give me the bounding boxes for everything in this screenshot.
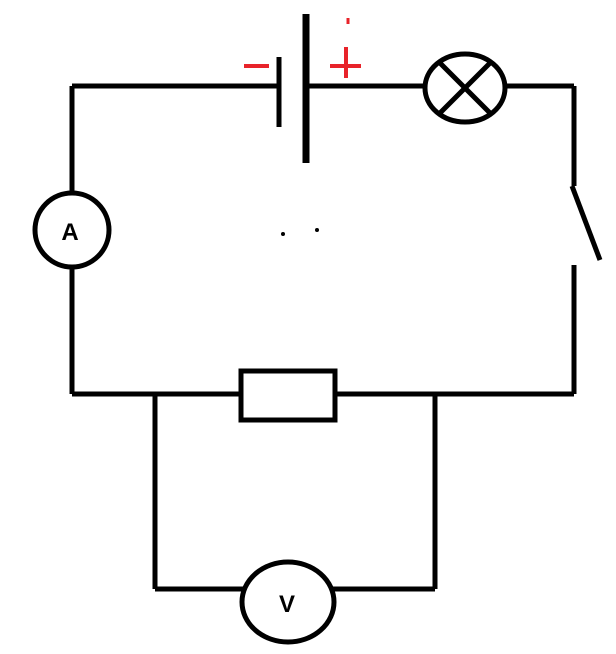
battery-polarity [244, 18, 361, 78]
voltmeter-icon: V [239, 559, 337, 645]
stray-dot [281, 232, 285, 236]
wires [69, 83, 577, 592]
ammeter-icon: A [32, 190, 112, 270]
battery-icon [276, 14, 310, 163]
resistor-icon [238, 368, 338, 423]
ammeter-circle [32, 190, 112, 270]
voltmeter-circle [239, 559, 337, 645]
voltmeter-label: V [279, 591, 295, 618]
lamp-icon [422, 51, 508, 125]
lamp-cross-b [438, 61, 492, 115]
ammeter-label: A [61, 219, 78, 246]
resistor-body [238, 368, 338, 423]
stray-dot [315, 228, 319, 232]
switch-icon [569, 185, 603, 261]
stray-dots [281, 228, 319, 236]
switch-blade [569, 185, 603, 261]
